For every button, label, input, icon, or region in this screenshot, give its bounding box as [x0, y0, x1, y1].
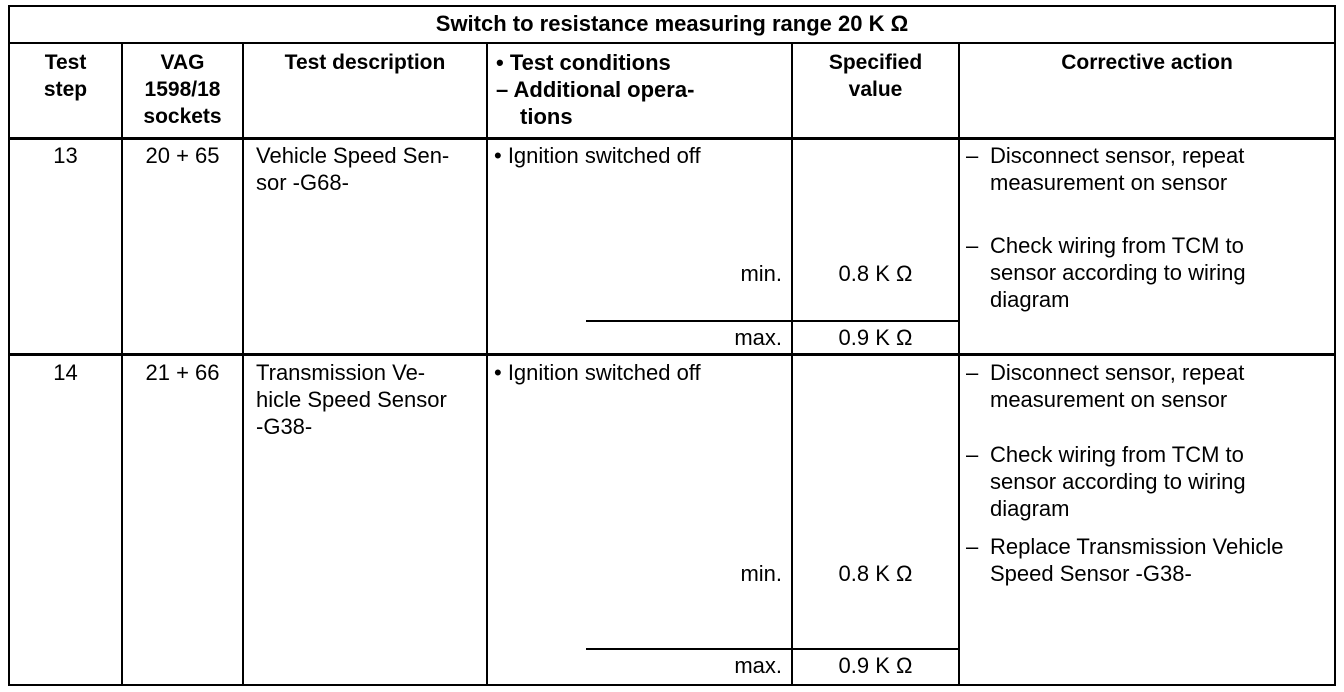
rule-under-header: [8, 137, 1336, 140]
row14-min-max-rule: [586, 648, 958, 650]
rule-between-rows: [8, 353, 1336, 356]
row14-step: 14: [53, 360, 78, 385]
header-test-description: Test description: [284, 51, 446, 74]
row14-action-2-dash: –: [966, 442, 979, 467]
rule-under-title: [8, 42, 1336, 44]
row14-max-label: max.: [734, 653, 782, 678]
table-border-bottom: [8, 684, 1336, 686]
table-border-top: [8, 5, 1336, 7]
col-divider-2: [242, 42, 244, 686]
row13-step: 13: [53, 143, 78, 168]
table-border-right: [1334, 5, 1336, 686]
header-corrective-action: Corrective action: [1061, 51, 1233, 74]
row13-description: Vehicle Speed Sen-sor -G68-: [256, 143, 450, 195]
row13-max-label: max.: [734, 325, 782, 350]
row14-action-3-dash: –: [966, 534, 979, 559]
col-divider-5: [958, 42, 960, 686]
row13-sockets: 20 + 65: [145, 143, 220, 168]
col-divider-1: [121, 42, 123, 686]
row14-max-value: 0.9 K Ω: [838, 653, 913, 678]
row13-min-max-rule: [586, 320, 958, 322]
row14-condition: • Ignition switched off: [494, 360, 701, 385]
col-divider-4: [791, 42, 793, 686]
row14-action-1-dash: –: [966, 360, 979, 385]
table-title: Switch to resistance measuring range 20 …: [435, 11, 909, 36]
row14-min-value: 0.8 K Ω: [838, 561, 913, 586]
row13-condition: • Ignition switched off: [494, 143, 701, 168]
row14-description: Transmission Ve-hicle Speed Sensor-G38-: [256, 360, 447, 439]
header-test-conditions: • Test conditions – Additional opera- ti…: [496, 50, 695, 129]
table-border-left: [8, 5, 10, 686]
row13-min-label: min.: [740, 261, 782, 286]
row14-sockets: 21 + 66: [145, 360, 220, 385]
col-divider-3: [486, 42, 488, 686]
row14-min-label: min.: [740, 561, 782, 586]
row13-action-2-dash: –: [966, 233, 979, 258]
row13-max-value: 0.9 K Ω: [838, 325, 913, 350]
row13-min-value: 0.8 K Ω: [838, 261, 913, 286]
row13-action-1-dash: –: [966, 143, 979, 168]
